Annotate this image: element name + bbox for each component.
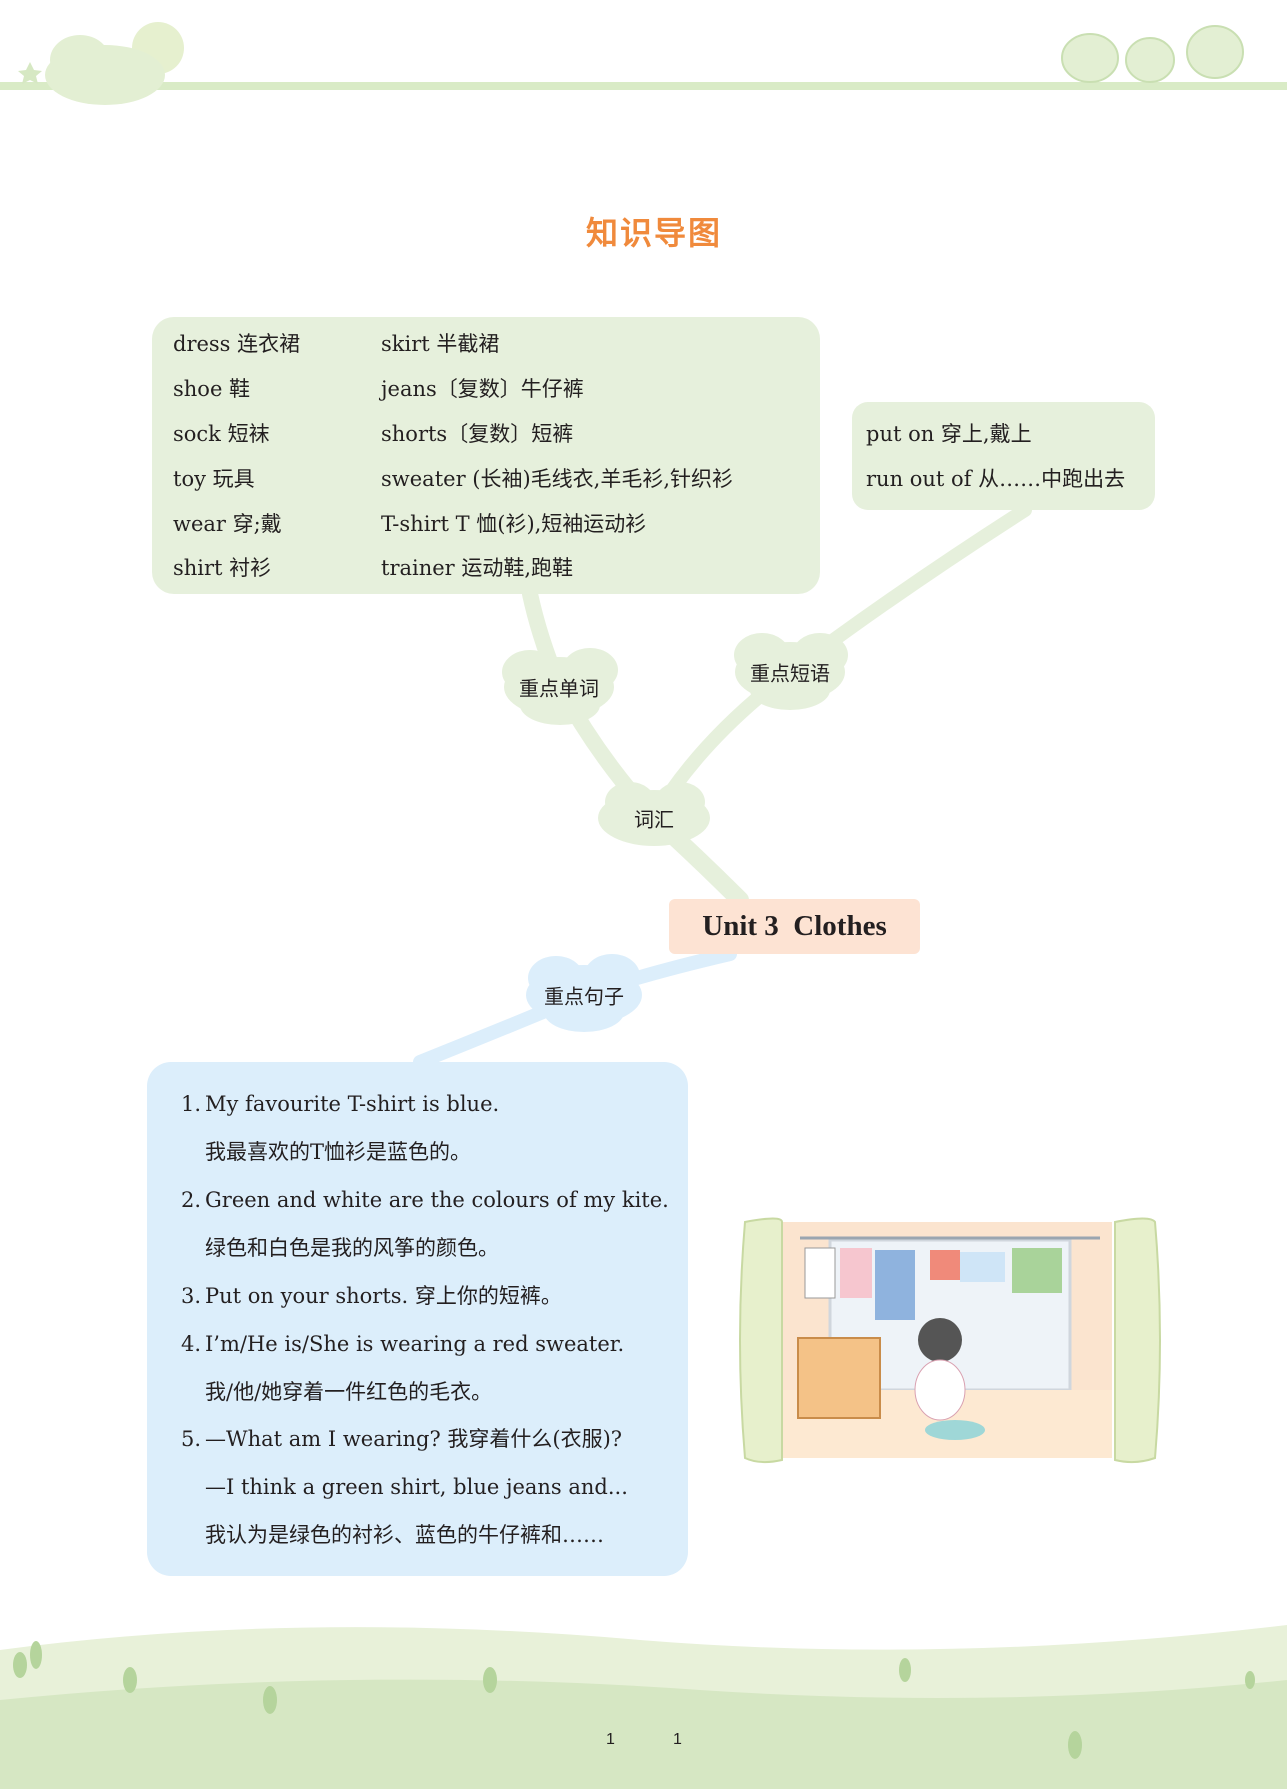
key-sentences-box bbox=[147, 1062, 688, 1576]
sentence-line: —I think a green shirt, blue jeans and..… bbox=[205, 1475, 628, 1499]
sentence-line: My favourite T-shirt is blue. bbox=[205, 1092, 500, 1116]
sentence-number: 4. bbox=[181, 1332, 202, 1356]
unit-title: Unit 3 Clothes bbox=[669, 899, 920, 954]
page-title: 知识导图 bbox=[585, 214, 722, 252]
word-item: sweater (长袖)毛线衣,羊毛衫,针织衫 bbox=[381, 467, 734, 491]
word-item: sock 短袜 bbox=[173, 422, 270, 446]
cloud-sun-icon bbox=[18, 22, 184, 105]
word-item: shirt 衬衫 bbox=[173, 556, 272, 580]
word-item: shoe 鞋 bbox=[173, 377, 251, 401]
wardrobe-illustration bbox=[739, 1217, 1161, 1464]
bubble-vocabulary: 词汇 bbox=[634, 807, 674, 832]
key-words-box bbox=[152, 317, 820, 594]
word-item: T-shirt T 恤(衫),短袖运动衫 bbox=[381, 512, 647, 536]
header-stripe bbox=[0, 82, 1287, 90]
hill-front bbox=[0, 1679, 1287, 1789]
animal-characters-icon bbox=[1061, 25, 1244, 83]
page-number: 1 bbox=[606, 1731, 615, 1748]
sentence-line: 绿色和白色是我的风筝的颜色。 bbox=[205, 1236, 499, 1260]
sentence-number: 1. bbox=[181, 1092, 202, 1116]
sentence-line: Put on your shorts. 穿上你的短裤。 bbox=[205, 1284, 562, 1308]
page-number: 1 bbox=[673, 1731, 682, 1748]
sentence-number: 5. bbox=[181, 1427, 202, 1451]
cloud-bubbles bbox=[502, 633, 848, 846]
phrase-item: run out of 从……中跑出去 bbox=[866, 467, 1126, 491]
sentence-number: 2. bbox=[181, 1188, 202, 1212]
sentence-line: —What am I wearing? 我穿着什么(衣服)? bbox=[205, 1427, 623, 1451]
word-item: toy 玩具 bbox=[173, 467, 255, 491]
bubble-key-phrases: 重点短语 bbox=[750, 661, 830, 686]
sentence-line: I’m/He is/She is wearing a red sweater. bbox=[205, 1332, 625, 1356]
bubble-key-words: 重点单词 bbox=[519, 676, 599, 701]
word-item: trainer 运动鞋,跑鞋 bbox=[381, 556, 574, 580]
word-item: jeans〔复数〕牛仔裤 bbox=[381, 377, 584, 401]
tree-icons bbox=[13, 1641, 1255, 1759]
sentence-number: 3. bbox=[181, 1284, 202, 1308]
sentence-line: 我最喜欢的T恤衫是蓝色的。 bbox=[205, 1140, 472, 1164]
sentence-line: 我认为是绿色的衬衫、蓝色的牛仔裤和…… bbox=[205, 1523, 604, 1547]
phrase-item: put on 穿上,戴上 bbox=[866, 422, 1032, 446]
word-item: shorts〔复数〕短裤 bbox=[381, 422, 574, 446]
word-item: dress 连衣裙 bbox=[173, 332, 301, 356]
sentence-line: Green and white are the colours of my ki… bbox=[205, 1188, 669, 1212]
sentence-line: 我/他/她穿着一件红色的毛衣。 bbox=[205, 1380, 493, 1404]
bubble-key-sentences: 重点句子 bbox=[544, 984, 624, 1009]
word-item: skirt 半截裙 bbox=[381, 332, 500, 356]
key-phrases-box bbox=[852, 402, 1155, 510]
word-item: wear 穿;戴 bbox=[173, 512, 282, 536]
